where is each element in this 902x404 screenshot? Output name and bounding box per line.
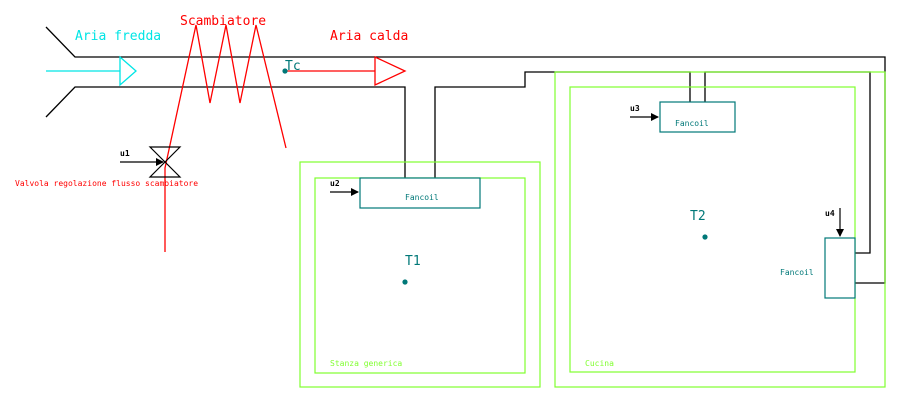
duct-top-line (45, 26, 886, 284)
cold-air-arrow (46, 55, 137, 87)
room-kitchen-inner-wall (569, 86, 856, 373)
label-u2: u2 (330, 179, 340, 188)
label-hot-air: Aria calda (330, 29, 408, 44)
room-generic-outer-wall (299, 161, 541, 388)
duct-bottom-line (45, 86, 406, 178)
hot-air-arrow (285, 55, 407, 87)
label-room-kitchen: Cucina (585, 359, 614, 368)
label-t1: T1 (405, 254, 421, 269)
pipe-room1-return (434, 71, 691, 178)
t1-sensor (402, 279, 408, 285)
control-valve (120, 146, 182, 178)
label-valve-caption: Valvola regolazione flusso scambiatore (15, 179, 198, 188)
air-duct (45, 26, 886, 284)
label-fancoil-kitchen-top: Fancoil (675, 119, 709, 128)
heat-exchanger-coil (164, 24, 287, 252)
label-u1: u1 (120, 149, 130, 158)
label-fancoil-kitchen-side: Fancoil (780, 268, 814, 277)
pipe-kitchen-top (704, 71, 871, 254)
label-t2: T2 (690, 209, 706, 224)
fancoil-kitchen-top (659, 101, 736, 133)
supply-temp-sensor (282, 68, 288, 74)
label-cold-air: Aria fredda (75, 29, 161, 44)
room-generic (299, 161, 541, 388)
label-supply-temp: Tc (285, 59, 301, 74)
t2-sensor (702, 234, 708, 240)
label-exchanger: Scambiatore (180, 14, 266, 29)
room-kitchen (554, 71, 886, 388)
label-room-generic: Stanza generica (330, 359, 402, 368)
label-fancoil-room-generic: Fancoil (405, 193, 439, 202)
room-kitchen-outer-wall (554, 71, 886, 388)
label-u3: u3 (630, 104, 640, 113)
label-u4: u4 (825, 209, 835, 218)
fancoil-kitchen-side (824, 237, 856, 299)
fancoil-room-generic (359, 177, 481, 209)
